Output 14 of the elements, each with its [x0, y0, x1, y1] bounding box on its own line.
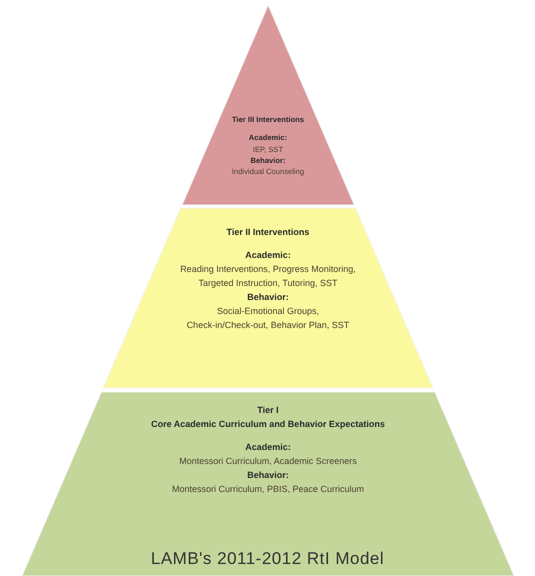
tier-text: Targeted Instruction, Tutoring, SST [198, 277, 338, 290]
tier-text: Reading Interventions, Progress Monitoring, [180, 263, 356, 276]
tier-text: Montessori Curriculum, PBIS, Peace Curriculum [172, 483, 364, 496]
tier-heading: Tier II Interventions [226, 226, 310, 239]
tier-heading: Academic: [245, 249, 291, 262]
tier-heading: Behavior: [247, 291, 289, 304]
tier-text: Check-in/Check-out, Behavior Plan, SST [186, 319, 350, 332]
tier-heading: Core Academic Curriculum and Behavior Expectations [151, 418, 385, 432]
tier-text: Montessori Curriculum, Academic Screeners [179, 455, 357, 468]
tier-heading: Tier I [257, 404, 279, 417]
tier-text: Social-Emotional Groups, [216, 305, 319, 318]
diagram-title: LAMB's 2011-2012 RtI Model [150, 549, 386, 569]
tier-heading: Behavior: [247, 469, 289, 482]
tier-heading: Academic: [245, 441, 291, 454]
